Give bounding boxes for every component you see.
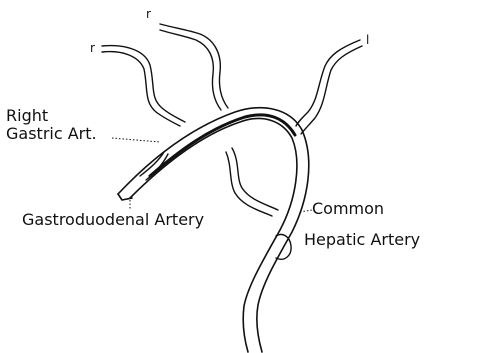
right-gastric-label-line2: Gastric Art. xyxy=(6,124,97,143)
branch-r-left-label: r xyxy=(90,41,95,55)
common-hepatic-label-line2: Hepatic Artery xyxy=(304,230,420,249)
gastroduodenal-label: Gastroduodenal Artery xyxy=(22,210,204,229)
branch-l-label: l xyxy=(366,33,369,47)
branch-r-top-vessel xyxy=(160,24,228,110)
descending-branch-vessel xyxy=(226,148,278,216)
gastroduodenal-stump xyxy=(118,152,168,200)
right-gastric-label-line1: Right xyxy=(6,106,48,125)
branch-r-left-vessel xyxy=(102,46,185,126)
common-hepatic-artery-vessel xyxy=(118,108,309,352)
right-gastric-leader xyxy=(112,138,160,142)
branch-r-top-label: r xyxy=(146,7,151,21)
common-hepatic-label-line1: Common xyxy=(312,199,384,218)
branch-l-vessel xyxy=(296,40,362,134)
